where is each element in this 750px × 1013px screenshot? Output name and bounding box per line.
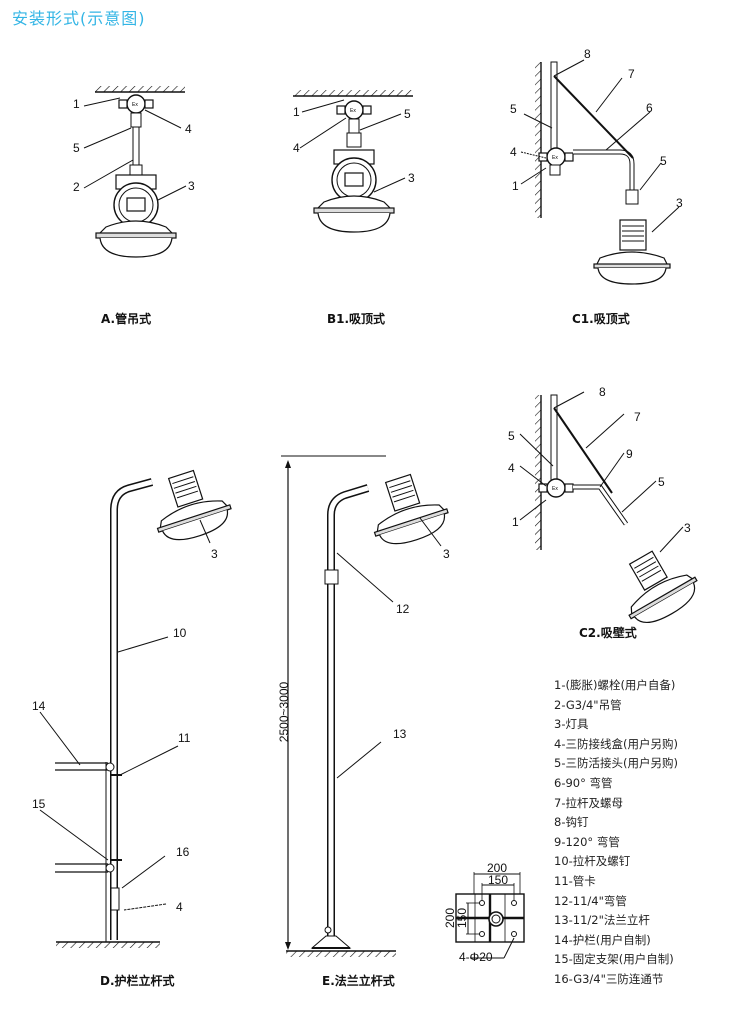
flange-outer-height: 200 [443, 908, 457, 928]
callout-d-15: 15 [32, 797, 46, 811]
figure-c2-wall-arm [519, 391, 706, 634]
callout-e-12: 12 [396, 602, 410, 616]
caption-e: E.法兰立杆式 [322, 974, 395, 988]
flange-outer-width: 200 [487, 861, 507, 875]
figure-a-pendant [83, 86, 187, 258]
legend-item: 7-拉杆及螺母 [554, 795, 623, 810]
callout-c1-1: 1 [512, 179, 519, 193]
callout-d-3: 3 [211, 547, 218, 561]
callout-c1-5b: 5 [660, 154, 667, 168]
figure-d-guardrail-pole [39, 462, 237, 948]
callout-b1-4: 4 [293, 141, 300, 155]
figure-e-flange-pole [281, 455, 454, 957]
parts-legend: 1-(膨胀)螺栓(用户自备) 2-G3/4"吊管 3-灯具 4-三防接线盒(用户… [554, 676, 678, 990]
callout-c1-3: 3 [676, 196, 683, 210]
callout-b1-1: 1 [293, 105, 300, 119]
callout-a-2: 2 [73, 180, 80, 194]
legend-item: 13-11/2"法兰立杆 [554, 913, 650, 928]
legend-item: 16-G3/4"三防连通节 [554, 971, 664, 986]
callout-c1-4: 4 [510, 145, 517, 159]
callout-c2-9: 9 [626, 447, 633, 461]
callout-c2-3: 3 [684, 521, 691, 535]
legend-item: 11-管卡 [554, 873, 596, 888]
callout-c1-7: 7 [628, 67, 635, 81]
legend-item: 4-三防接线盒(用户另购) [554, 736, 678, 751]
page-title: 安装形式(示意图) [12, 9, 146, 28]
legend-item: 8-钩钉 [554, 815, 589, 830]
figure-b1-ceiling [293, 90, 413, 233]
callout-d-4: 4 [176, 900, 183, 914]
callout-a-5: 5 [73, 141, 80, 155]
callout-c1-8: 8 [584, 47, 591, 61]
flange-inner-height: 150 [455, 908, 469, 928]
callout-d-16: 16 [176, 845, 190, 859]
legend-item: 3-灯具 [554, 717, 589, 732]
callout-d-11: 11 [178, 731, 191, 745]
callout-e-3: 3 [443, 547, 450, 561]
callout-c2-5b: 5 [658, 475, 665, 489]
figure-c1-ceiling-arm [520, 59, 680, 285]
callout-a-3: 3 [188, 179, 195, 193]
callout-a-4: 4 [185, 122, 192, 136]
flange-inner-width: 150 [488, 873, 508, 887]
callout-b1-5: 5 [404, 107, 411, 121]
caption-c1: C1.吸顶式 [572, 312, 630, 326]
callout-c1-6: 6 [646, 101, 653, 115]
legend-item: 6-90° 弯管 [554, 775, 613, 790]
flange-holes: 4-Φ20 [459, 950, 493, 964]
caption-d: D.护栏立杆式 [100, 974, 175, 988]
callout-c2-4: 4 [508, 461, 515, 475]
height-dimension: 2500~3000 [277, 681, 291, 742]
legend-item: 5-三防活接头(用户另购) [554, 756, 678, 771]
callout-c2-5a: 5 [508, 429, 515, 443]
legend-item: 2-G3/4"吊管 [554, 697, 622, 712]
callout-a-1: 1 [73, 97, 80, 111]
callout-c2-1: 1 [512, 515, 519, 529]
legend-item: 15-固定支架(用户自制) [554, 952, 674, 967]
callout-d-10: 10 [173, 626, 187, 640]
flange-detail [455, 872, 525, 959]
legend-item: 9-120° 弯管 [554, 834, 620, 849]
legend-item: 1-(膨胀)螺栓(用户自备) [554, 678, 676, 692]
callout-d-14: 14 [32, 699, 46, 713]
callout-c1-5a: 5 [510, 102, 517, 116]
callout-c2-8: 8 [599, 385, 606, 399]
legend-item: 14-护栏(用户自制) [554, 932, 651, 947]
callout-e-13: 13 [393, 727, 407, 741]
callout-c2-7: 7 [634, 410, 641, 424]
caption-b1: B1.吸顶式 [327, 312, 386, 326]
legend-item: 10-拉杆及螺钉 [554, 854, 631, 869]
caption-c2: C2.吸壁式 [579, 626, 637, 640]
callout-b1-3: 3 [408, 171, 415, 185]
legend-item: 12-11/4"弯管 [554, 893, 627, 908]
caption-a: A.管吊式 [101, 312, 152, 326]
